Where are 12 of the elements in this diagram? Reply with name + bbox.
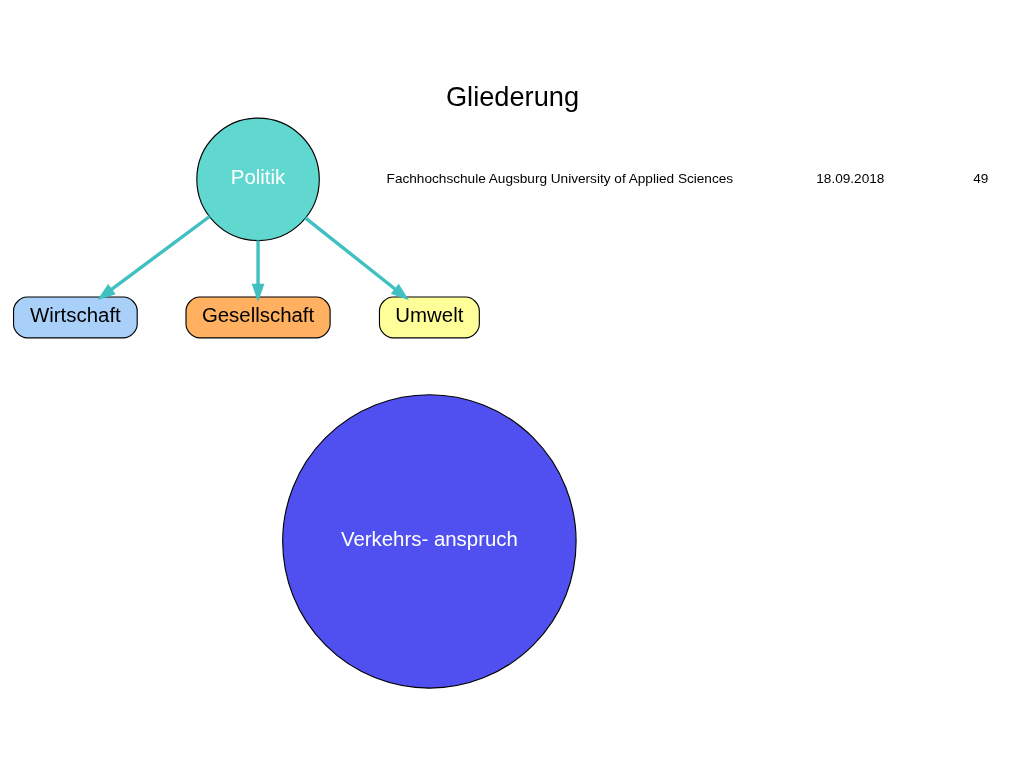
node-circle: Politik: [195, 117, 320, 242]
arrow: [303, 216, 409, 301]
label: 49: [972, 170, 988, 186]
node-box: Umwelt: [378, 296, 480, 339]
node-circle: Verkehrs- anspruch: [281, 394, 577, 689]
node-box: Wirtschaft: [12, 296, 138, 339]
label: Fachhochschule Augsburg University of Applied Sciences: [386, 170, 733, 186]
node-box: Gesellschaft: [184, 296, 331, 339]
label: 18.09.2018: [815, 170, 884, 186]
arrow: [251, 240, 264, 303]
diagram-title: Gliederung: [445, 81, 579, 113]
arrow: [96, 215, 211, 300]
